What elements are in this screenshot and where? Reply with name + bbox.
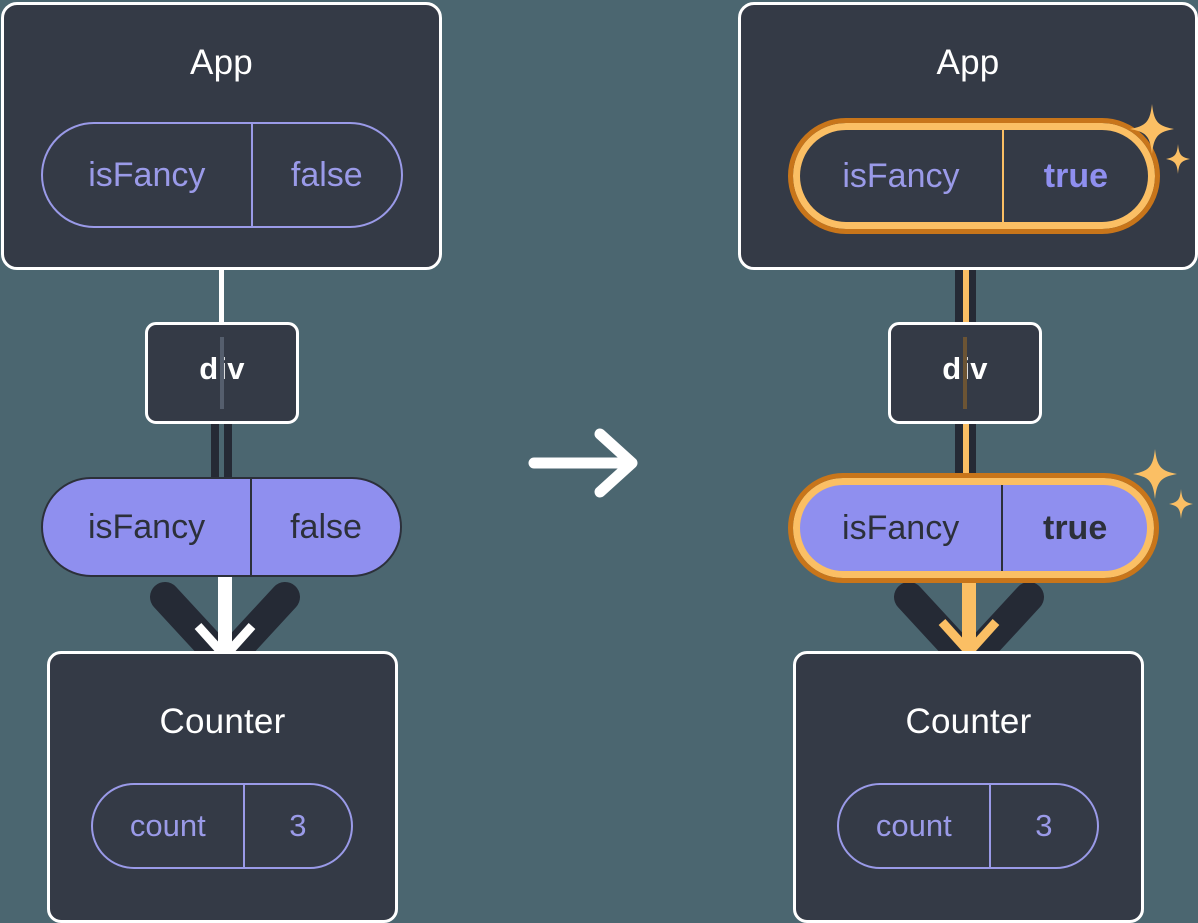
wire-app-to-div-amber-after: [963, 228, 969, 328]
wire-app-to-div-before: [219, 262, 224, 324]
arrow-stem-after: [962, 560, 976, 648]
div-box-before: div: [145, 322, 299, 424]
wire-div-to-prop-left-after: [955, 418, 963, 488]
prop-pill-after[interactable]: isFancy true: [788, 473, 1159, 583]
app-state-key-before: isFancy: [88, 155, 206, 194]
sparkle-icon-app-after: [1128, 100, 1198, 180]
before-state-panel: App isFancy false div isFancy false: [0, 0, 599, 923]
app-state-pill-before[interactable]: isFancy false: [41, 122, 403, 228]
counter-state-pill-after[interactable]: count 3: [837, 783, 1099, 869]
prop-pill-before[interactable]: isFancy false: [41, 477, 402, 577]
wire-div-to-prop-left-before: [211, 418, 219, 488]
app-state-pill-after[interactable]: isFancy true: [788, 118, 1160, 234]
prop-value-after: true: [1001, 485, 1147, 571]
counter-state-key-before: count: [129, 808, 206, 843]
counter-title-after: Counter: [905, 702, 1032, 741]
app-state-value-after: true: [1001, 130, 1148, 222]
counter-state-key-after: count: [875, 808, 952, 843]
counter-state-pill-before[interactable]: count 3: [91, 783, 353, 869]
arrow-stem-before: [218, 564, 232, 652]
prop-key-after: isFancy: [842, 508, 960, 547]
wire-div-to-prop-right-after: [968, 418, 976, 488]
prop-key-before: isFancy: [87, 507, 206, 546]
counter-title-before: Counter: [159, 702, 286, 741]
app-title-before: App: [190, 43, 253, 82]
app-state-key-after: isFancy: [842, 156, 960, 195]
app-title-after: App: [936, 43, 1000, 82]
transition-right-arrow-icon: [528, 428, 648, 503]
counter-state-value-before: 3: [242, 785, 351, 867]
div-seam-after: [963, 337, 967, 409]
sparkle-icon-prop-after: [1131, 445, 1198, 525]
app-state-value-before: false: [250, 124, 401, 226]
wire-app-to-div-right-after: [968, 228, 976, 328]
wire-app-to-div-left-after: [955, 228, 963, 328]
wire-div-to-prop-amber-after: [963, 418, 969, 488]
wire-div-to-prop-right-before: [224, 418, 232, 488]
div-seam-before: [220, 337, 224, 409]
div-box-after: div: [888, 322, 1042, 424]
after-state-panel: App isFancy true div isFancy true: [599, 0, 1198, 923]
counter-state-value-after: 3: [988, 785, 1097, 867]
prop-value-before: false: [250, 479, 400, 575]
